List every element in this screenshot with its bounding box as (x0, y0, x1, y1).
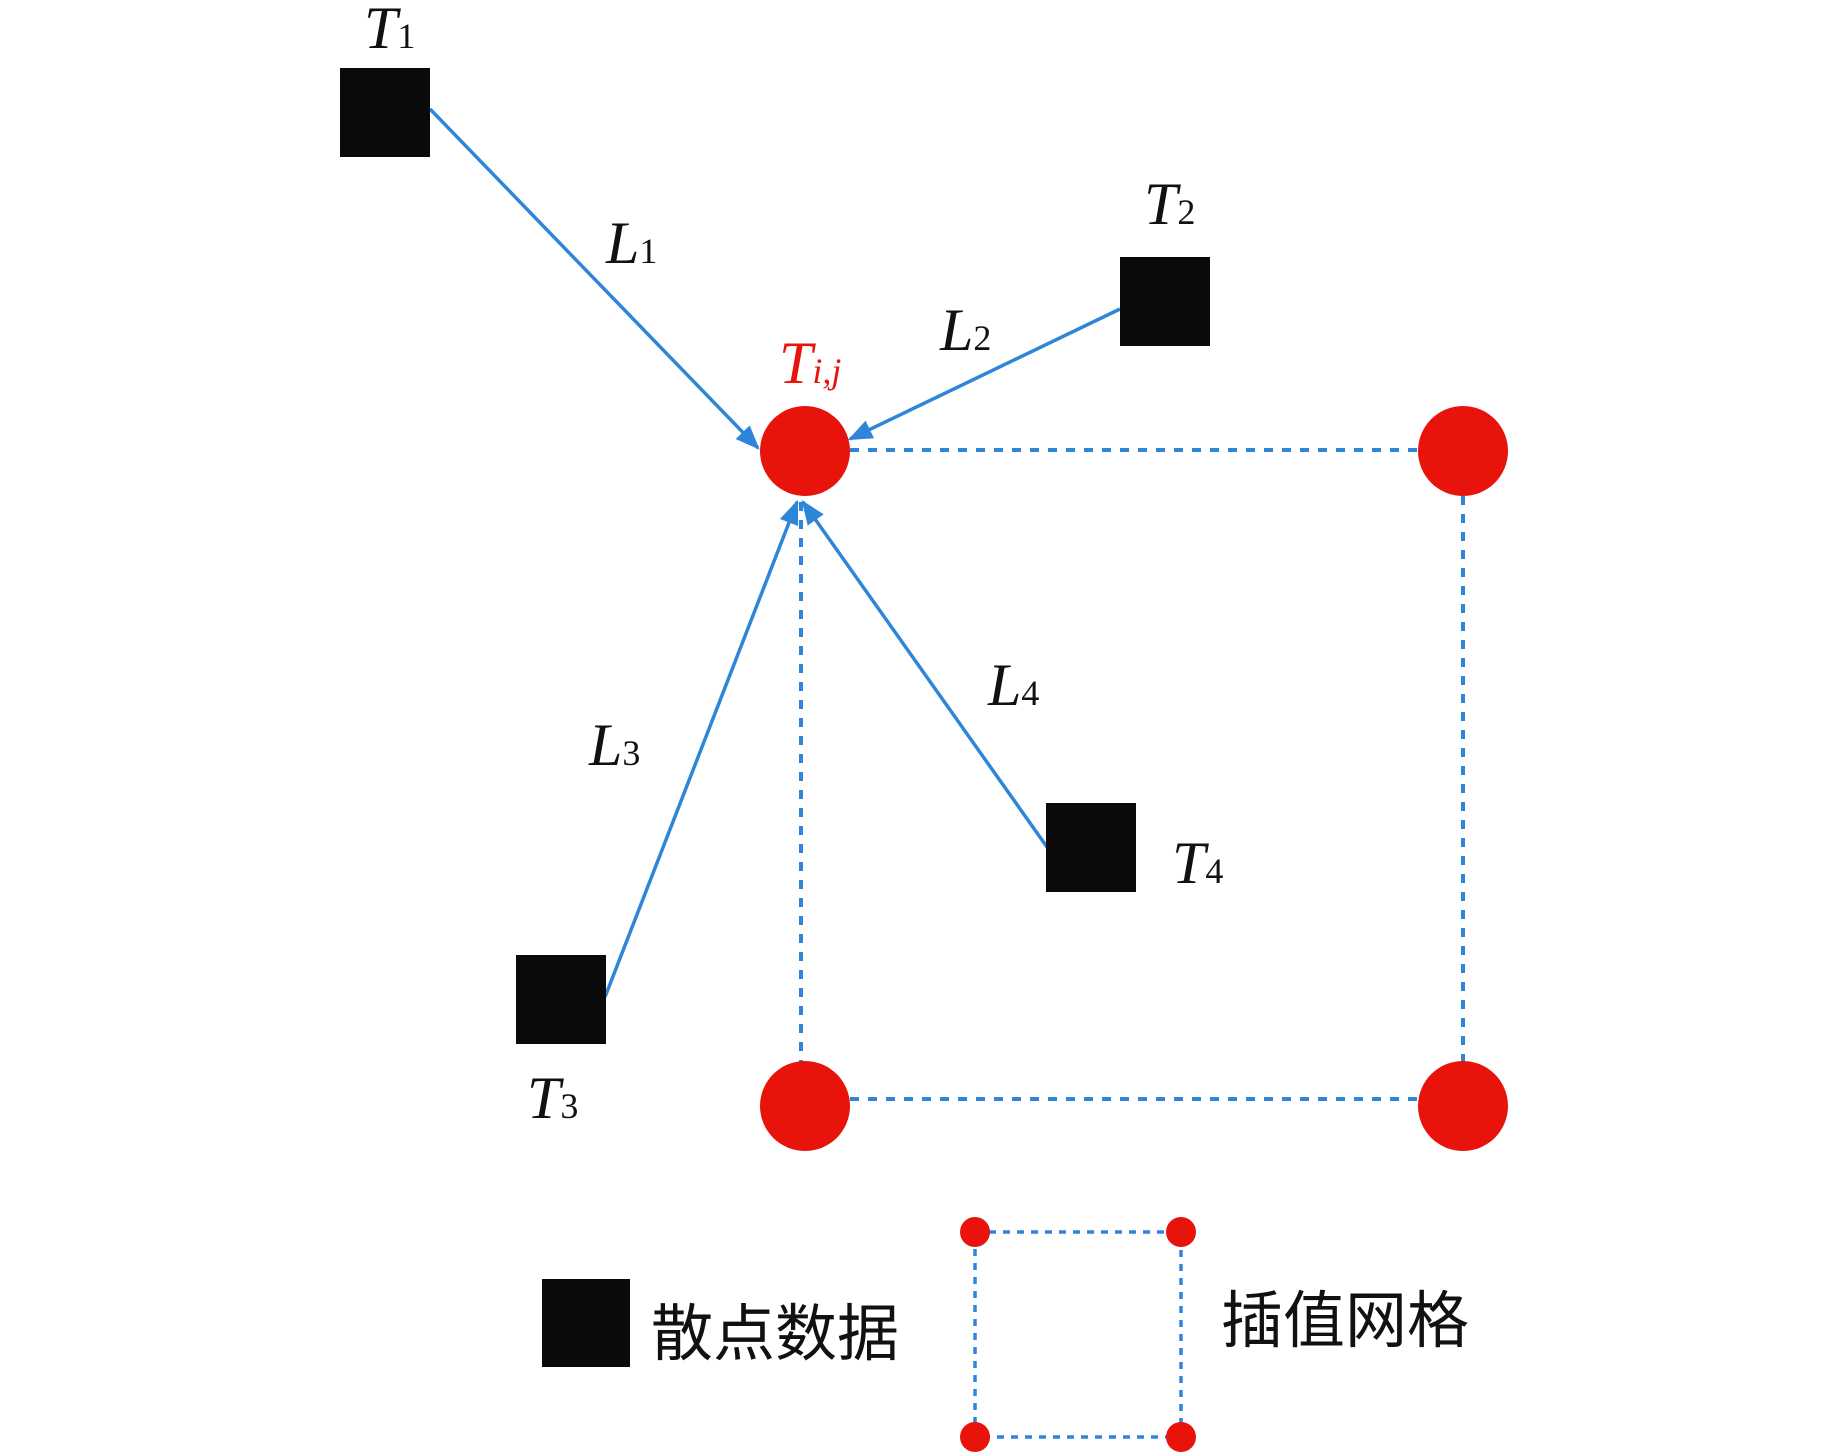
scatter-point-T2 (1120, 257, 1210, 346)
label-L1: L1 (605, 210, 657, 276)
label-L2: L2 (939, 297, 991, 363)
legend: 散点数据 插值网格 (542, 1217, 1469, 1452)
legend-scatter-label: 散点数据 (651, 1297, 899, 1370)
label-T3: T3 (527, 1065, 578, 1131)
label-T1: T1 (364, 0, 415, 61)
scatter-point-T4 (1046, 803, 1136, 892)
legend-grid-swatch (960, 1217, 1196, 1452)
distance-line-L4 (801, 499, 1049, 849)
scatter-point-T1 (340, 68, 430, 157)
legend-scatter-swatch (542, 1279, 630, 1367)
distance-line-L2 (847, 307, 1121, 441)
label-T4: T4 (1172, 830, 1223, 896)
grid-node (1418, 1061, 1508, 1151)
grid-node (1418, 406, 1508, 496)
distance-line-L1 (428, 107, 760, 450)
scatter-point-T3 (516, 955, 606, 1044)
interpolation-grid-cell (799, 448, 1465, 1101)
label-Tij: Ti,j (779, 330, 841, 396)
grid-node-Tij (760, 406, 850, 496)
grid-node (760, 1061, 850, 1151)
distance-line-L3 (603, 499, 799, 998)
label-T2: T2 (1144, 171, 1195, 237)
legend-grid-label: 插值网格 (1221, 1284, 1469, 1357)
label-L4: L4 (987, 652, 1039, 718)
label-L3: L3 (588, 712, 640, 778)
